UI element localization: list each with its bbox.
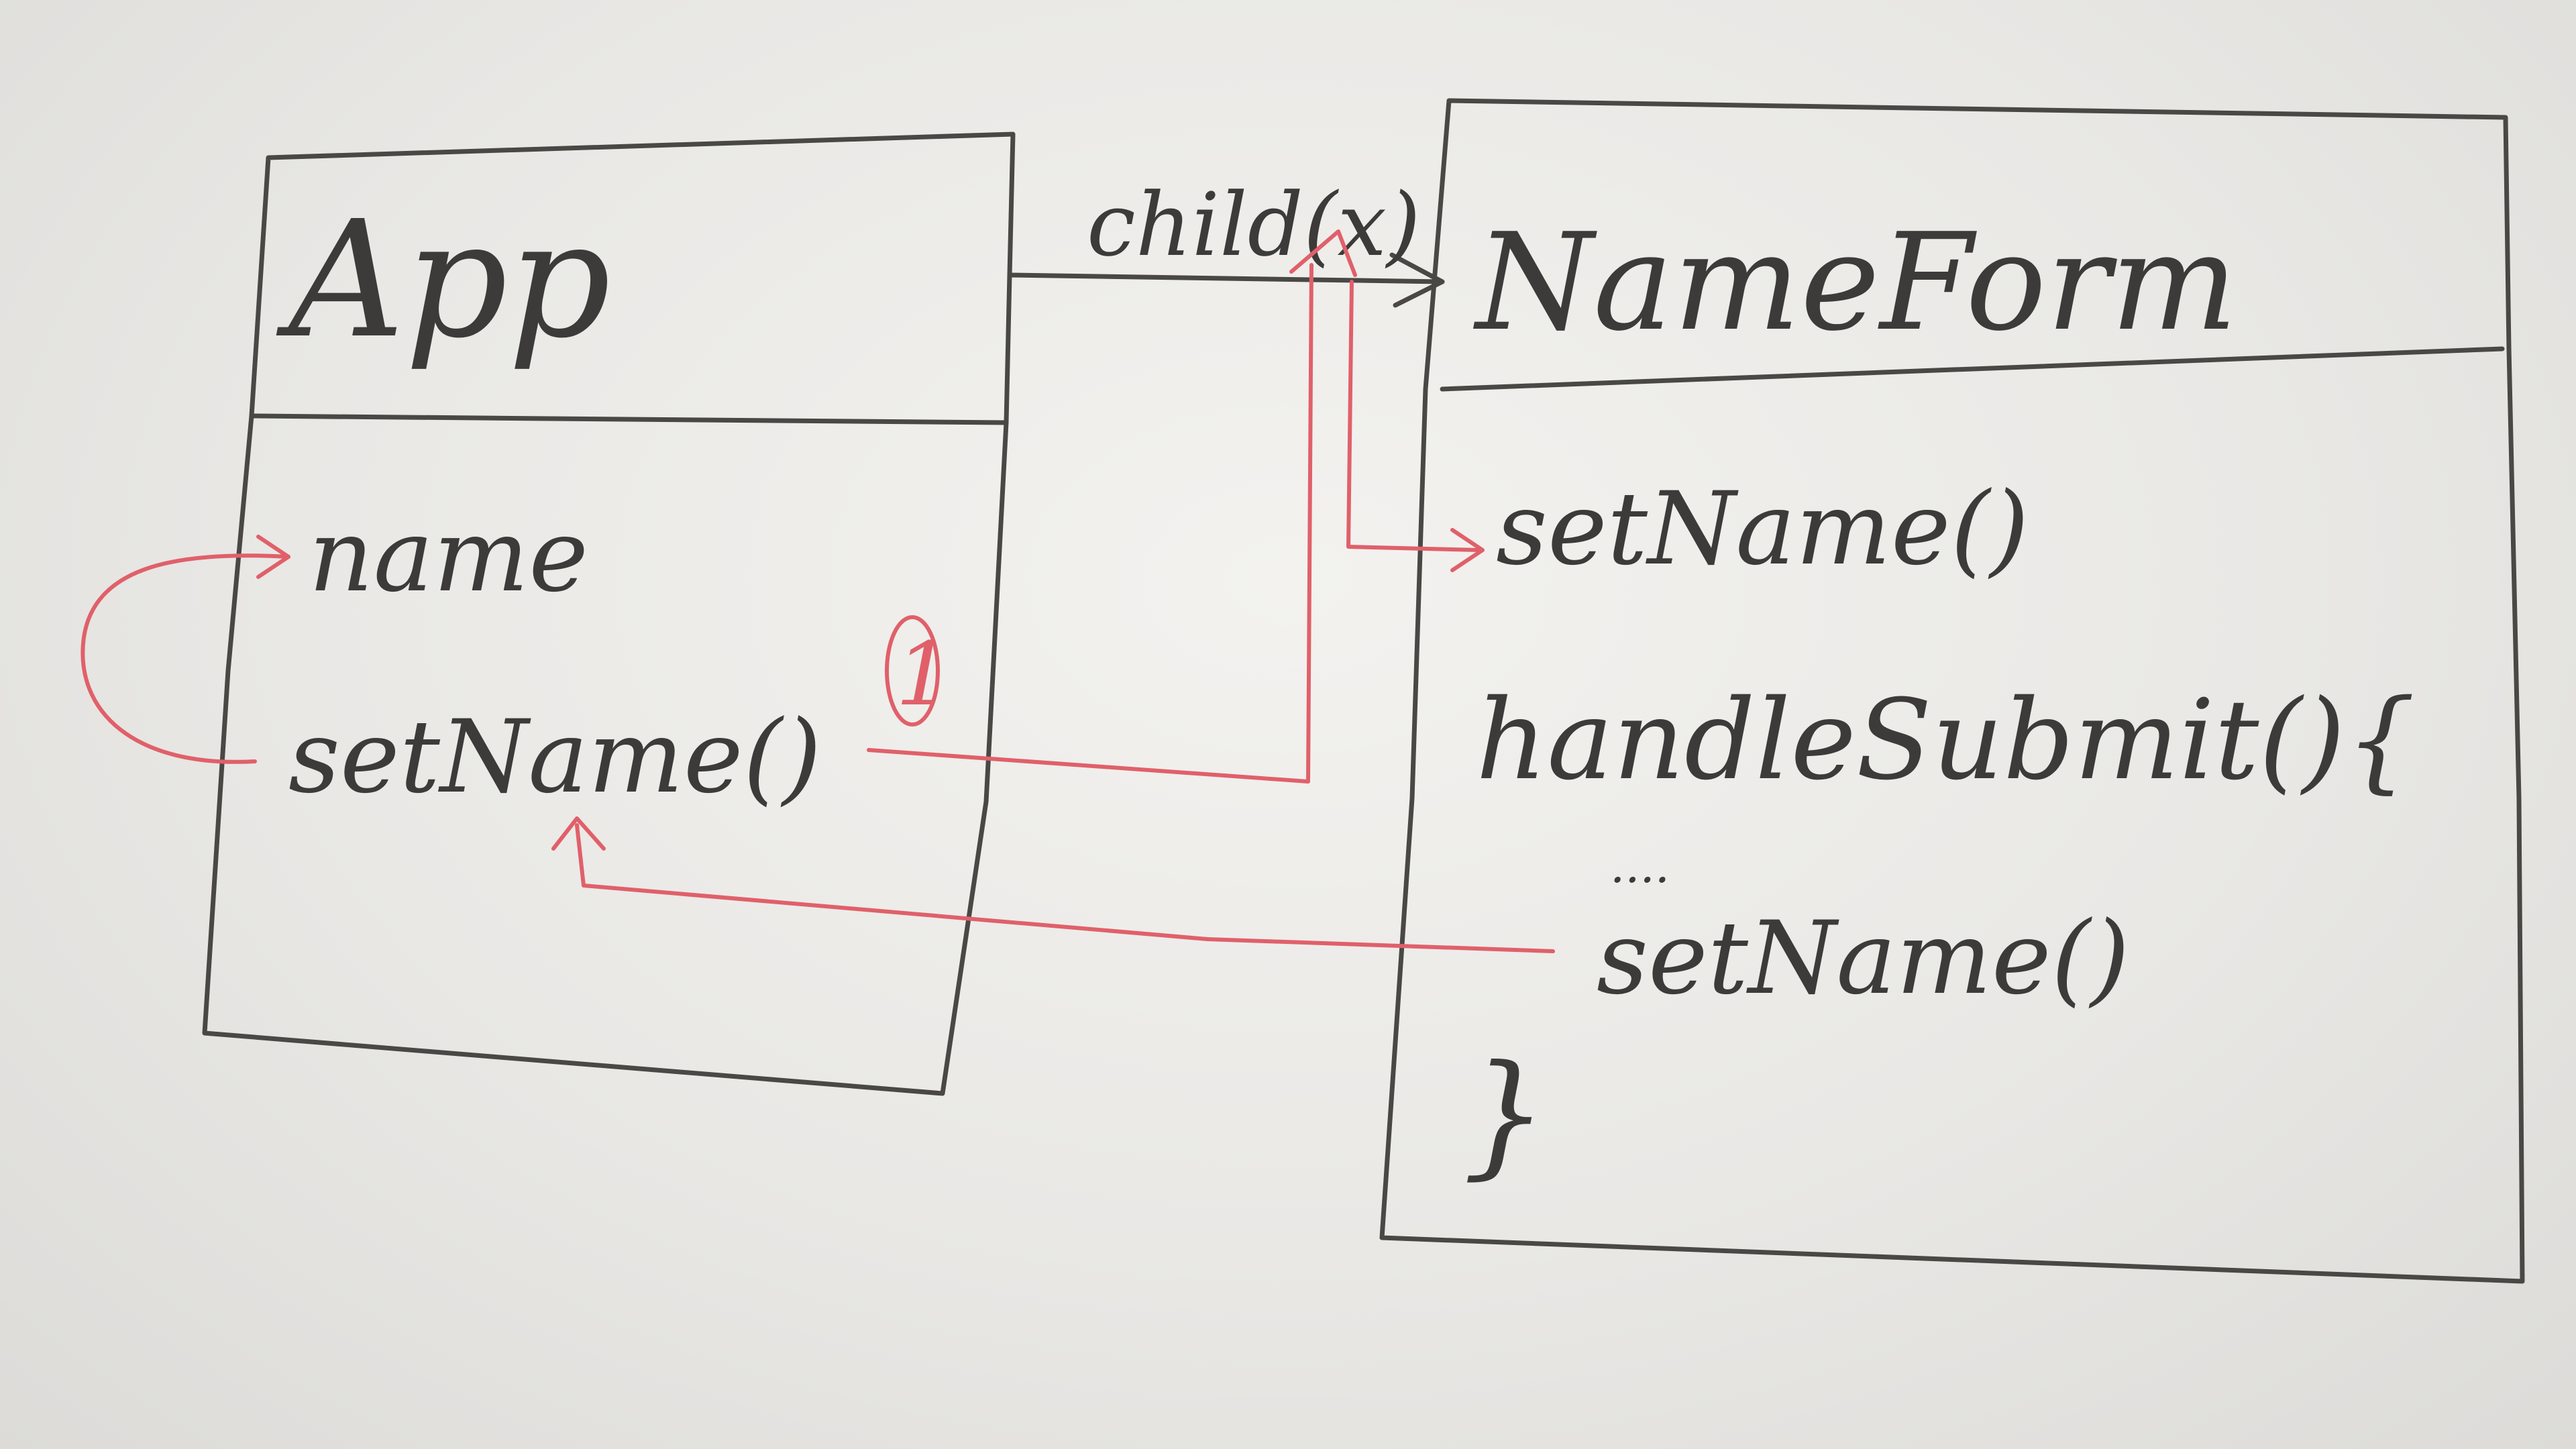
prop-inject-arrowhead-icon [1450, 528, 1485, 572]
nameform-header-divider [1440, 346, 2505, 392]
connector-label: child(x) [1087, 174, 1421, 276]
nameform-call-setname: setName() [1597, 900, 2130, 1017]
pass-prop-arrowhead-icon [1289, 229, 1357, 277]
app-header-divider [249, 413, 1009, 425]
prop-inject-line [1346, 280, 1481, 552]
callback-arrowhead-icon [551, 816, 606, 851]
app-class-box: App name setName() [202, 131, 1016, 1096]
pass-prop-line [867, 263, 1313, 784]
app-field-name: name [309, 498, 588, 614]
nameform-prop-setname: setName() [1496, 471, 2029, 588]
step-badge: 1 [885, 615, 951, 727]
callback-line [575, 823, 1555, 953]
child-connector: child(x) [1007, 174, 1445, 308]
nameform-title: NameForm [1473, 205, 2238, 361]
nameform-method-handlesubmit: handleSubmit(){ [1476, 676, 2416, 804]
nameform-ellipsis: .... [1610, 839, 1670, 894]
app-title: App [276, 186, 611, 374]
loop-arrow [80, 553, 290, 764]
data-flow-arrows [80, 229, 1555, 953]
step-badge-number: 1 [896, 623, 951, 725]
loop-arrowhead-icon [256, 535, 290, 579]
nameform-class-box: NameForm setName() handleSubmit(){ .... … [1379, 98, 2525, 1284]
app-method-setname: setName() [288, 699, 822, 816]
nameform-closing-brace: } [1462, 1036, 1548, 1193]
arrowhead-icon [1389, 252, 1445, 308]
